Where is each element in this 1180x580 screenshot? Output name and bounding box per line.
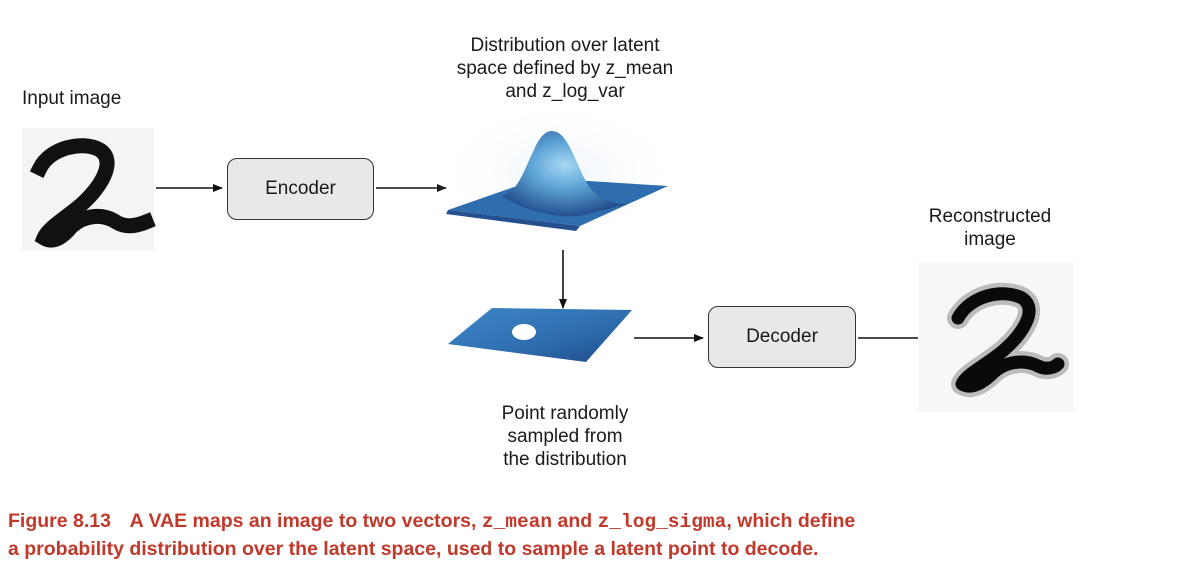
reconstructed-label-line-2: image — [964, 229, 1016, 250]
distribution-label-line-3: and z_log_var — [505, 81, 625, 102]
point-sampled-label: Point randomly sampled from the distribu… — [450, 402, 680, 471]
caption-text-1: A VAE maps an image to two vectors, — [129, 510, 477, 532]
point-sampled-label-line-3: the distribution — [503, 449, 627, 470]
caption-line-1: Figure 8.13 A VAE maps an image to two v… — [8, 508, 1168, 536]
sampled-point-plane — [448, 308, 632, 362]
sampled-point-marker — [512, 324, 536, 340]
distribution-label-line-1: Distribution over latent — [470, 35, 660, 56]
caption-text-2: and — [557, 510, 593, 532]
input-image-label: Input image — [22, 88, 122, 109]
caption-code-z-mean: z_mean — [481, 511, 553, 533]
caption-line-2: a probability distribution over the late… — [8, 538, 819, 560]
caption-code-z-log-sigma: z_log_sigma — [597, 511, 727, 533]
decoder-box: Decoder — [708, 306, 856, 368]
reconstructed-label-line-1: Reconstructed — [928, 206, 1052, 227]
reconstructed-label: Reconstructed image — [905, 205, 1075, 251]
distribution-label-line-2: space defined by z_mean — [456, 58, 674, 79]
latent-distribution-image — [430, 98, 685, 246]
input-digit-image — [22, 128, 156, 250]
point-sampled-label-line-2: sampled from — [507, 426, 623, 447]
diagram-graphics — [22, 98, 1074, 412]
encoder-box: Encoder — [227, 158, 374, 220]
figure-caption: Figure 8.13 A VAE maps an image to two v… — [8, 508, 1168, 563]
reconstructed-digit-image — [918, 262, 1074, 412]
figure-number: Figure 8.13 — [8, 510, 111, 532]
distribution-label: Distribution over latent space defined b… — [415, 34, 715, 103]
caption-text-3: , which define — [726, 510, 856, 532]
point-sampled-label-line-1: Point randomly — [501, 403, 629, 424]
